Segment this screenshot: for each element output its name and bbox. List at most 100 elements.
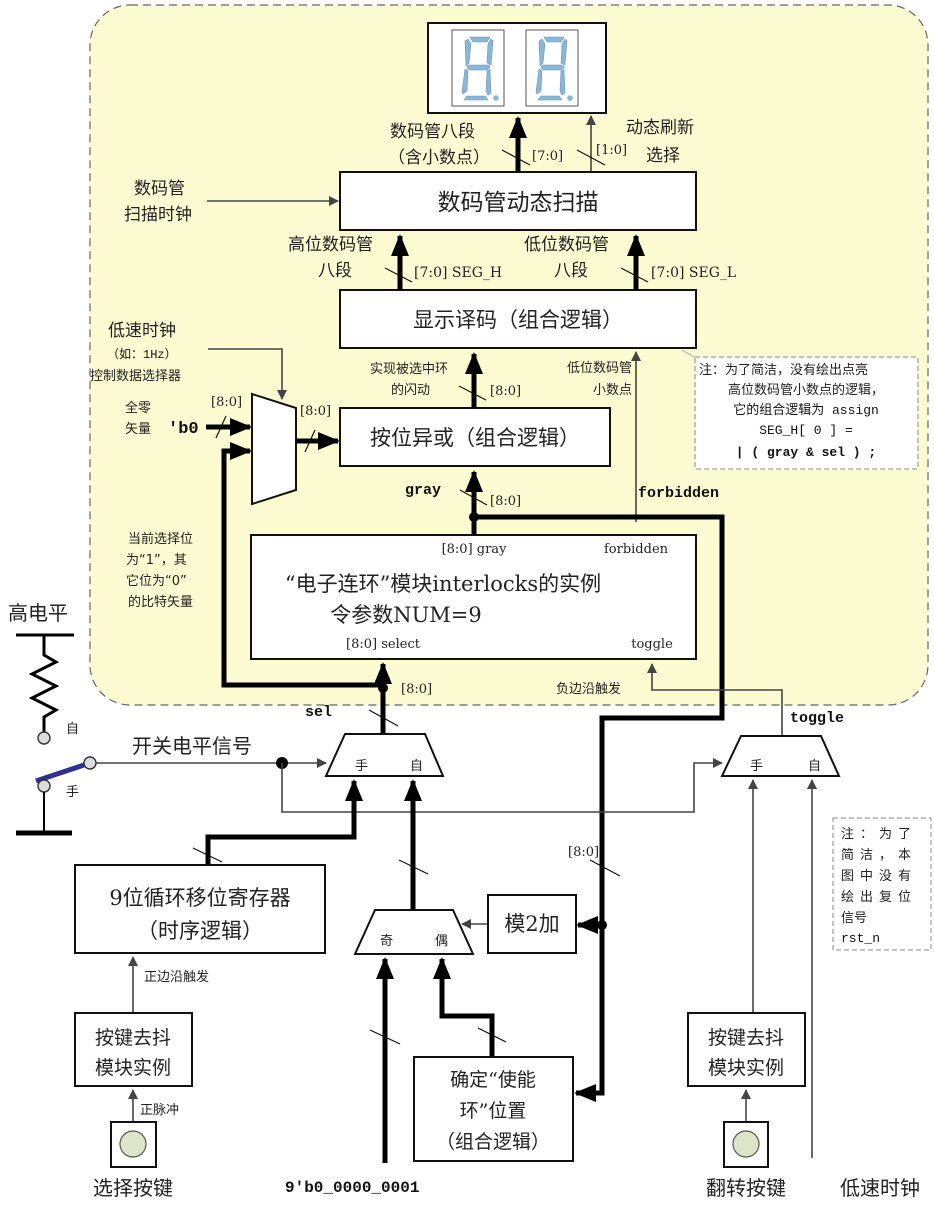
decode-title: 显示译码（组合逻辑） [413, 308, 623, 332]
debounce-left-2: 模块实例 [95, 1057, 171, 1079]
select-button-label: 选择按键 [93, 1176, 173, 1200]
sel-mux-manual: 手 [355, 759, 368, 774]
note-reset-6: rst_n [841, 931, 880, 946]
segment-f [538, 38, 546, 67]
high-seg-label-1: 高位数码管 [288, 235, 373, 255]
segment-dp [493, 95, 499, 101]
shift-reg-title-1: 9位循环移位寄存器 [109, 886, 290, 910]
shift-register-box [74, 864, 326, 954]
note-reset-3: 图中没有 [841, 869, 917, 884]
segment-b [486, 38, 494, 66]
debounce-right-2: 模块实例 [708, 1057, 784, 1079]
decode-box [339, 289, 697, 349]
toggle-signal: toggle [790, 710, 844, 727]
note-top-line-2: 高位数码管小数点的逻辑， [728, 382, 884, 398]
parity-mux [353, 909, 475, 955]
note-top-line-3: 它的组合逻辑为 assign [733, 402, 879, 418]
port-select: [8:0] select [346, 637, 421, 652]
interlocks-title-2: 令参数NUM=9 [330, 603, 482, 627]
slow-clock-label: 低速时钟 [840, 1176, 920, 1200]
shift-reg-edge: 正边沿触发 [144, 969, 209, 985]
seg-label-2: （含小数点） [388, 148, 490, 168]
sel-desc-4: 的比特矢量 [128, 594, 193, 610]
scan-box [339, 171, 697, 231]
high-seg-label-2: 八段 [318, 261, 352, 281]
high-seg-bus: [7:0] SEG_H [414, 265, 502, 281]
mod2-title: 模2加 [504, 912, 559, 936]
port-gray: [8:0] gray [442, 542, 507, 557]
refresh-bus-label: [1:0] [596, 143, 627, 158]
note-top-line-5: | ( gray & sel ) ; [736, 445, 876, 460]
seg-label-1: 数码管八段 [390, 122, 475, 142]
sel-desc-1: 当前选择位 [128, 531, 193, 547]
resistor-icon [28, 635, 60, 732]
select-feedback-wire [221, 442, 383, 688]
enable-to-parity-wire [433, 957, 495, 1057]
interlocks-box [250, 534, 697, 660]
port-forbidden: forbidden [604, 542, 669, 557]
select-button-icon[interactable] [119, 1130, 147, 1158]
vcc-label: 高电平 [8, 601, 68, 625]
interlocks-title-1: “电子连环”模块interlocks的实例 [285, 572, 601, 596]
segment-dp [567, 95, 573, 101]
blink-out-bus: [8:0] [300, 404, 331, 419]
segment-a [469, 36, 491, 43]
const-value: 9'b0_0000_0001 [285, 1179, 419, 1197]
scan-clock-label-1: 数码管 [134, 179, 185, 199]
note-reset-1: 注：为了 [841, 827, 917, 842]
toggle-button-icon[interactable] [732, 1130, 760, 1158]
seven-segment-display [427, 22, 607, 114]
segment-f [464, 38, 472, 67]
toggle-mux-manual: 手 [750, 759, 763, 774]
toggle-edge: 负边沿触发 [556, 681, 621, 697]
gray-signal: gray [405, 482, 441, 499]
port-toggle: toggle [631, 637, 673, 652]
slow-clk-label-1: 低速时钟 [108, 321, 176, 341]
parity-odd: 奇 [380, 933, 393, 949]
xor-title: 按位异或（组合逻辑） [370, 426, 580, 450]
segment-g [540, 64, 565, 71]
scan-clock-label-2: 扫描时钟 [124, 205, 192, 225]
segment-e [535, 68, 543, 95]
switch-auto-label: 自 [66, 722, 79, 737]
gray-bus: [8:0] [490, 494, 521, 509]
segment-a [543, 36, 565, 43]
note-reset [832, 817, 932, 951]
blink-in-bus: [8:0] [211, 395, 242, 410]
mod2-box [487, 894, 577, 954]
debounce-left-1: 按键去抖 [95, 1027, 171, 1049]
note-reset-4: 绘出复位 [841, 890, 917, 905]
debounce-right-box [687, 1012, 806, 1087]
zero-label-2: 矢量 [125, 422, 151, 437]
zero-label-1: 全零 [125, 400, 151, 416]
blink-mux [251, 392, 297, 506]
low-seg-bus: [7:0] SEG_L [651, 265, 736, 281]
debounce-right-1: 按键去抖 [708, 1027, 784, 1049]
slow-clk-label-2: （如：1Hz） [107, 346, 177, 362]
switch-to-toggle-mux-wire [281, 758, 723, 813]
note-top-line-1: 注：为了简洁，没有绘出点亮 [699, 362, 868, 378]
switch-lever[interactable] [35, 760, 91, 784]
sel-mux-auto: 自 [410, 759, 423, 774]
pulse-label: 正脉冲 [140, 1103, 179, 1118]
zero-value: 'b0 [168, 420, 199, 439]
dp-label-1: 低位数码管 [567, 361, 632, 376]
xor-out-bus: [8:0] [490, 384, 521, 399]
seg-bus-label: [7:0] [532, 149, 563, 164]
toggle-mux-auto: 自 [808, 759, 821, 774]
enable-line-2: 环”位置 [460, 1100, 527, 1122]
toggle-button-label: 翻转按键 [706, 1176, 786, 1200]
segment-c [559, 68, 566, 96]
fpga-region [89, 4, 929, 706]
blink-label-2: 的闪动 [391, 382, 430, 398]
dp-label-2: 小数点 [593, 383, 632, 398]
segment-d [463, 95, 489, 101]
auto-contact [37, 731, 51, 745]
segment-b [560, 38, 568, 66]
select-button[interactable] [110, 1121, 157, 1168]
segment-e [461, 68, 469, 95]
toggle-wire [647, 663, 783, 738]
shift-reg-title-2: （时序逻辑） [137, 919, 263, 943]
refresh-label-1: 动态刷新 [626, 118, 694, 138]
